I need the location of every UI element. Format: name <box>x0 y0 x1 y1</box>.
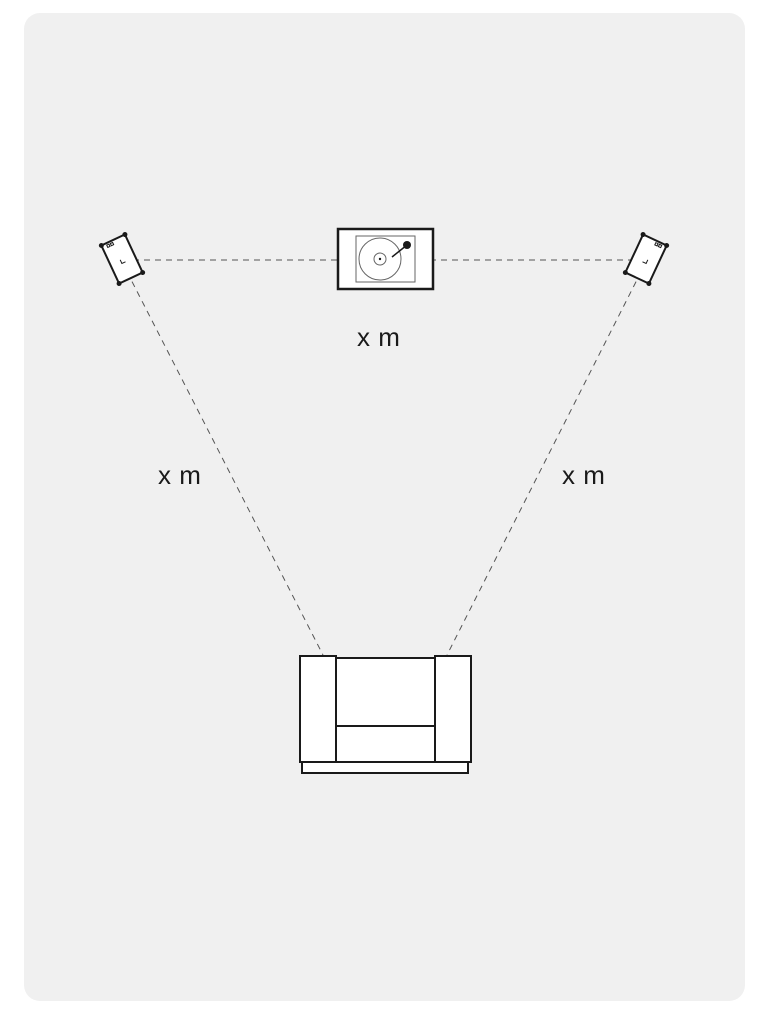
right-listening-distance-label: x m <box>562 460 606 490</box>
speaker-distance-label: x m <box>357 322 401 352</box>
armchair-icon <box>299 655 472 774</box>
left-speaker-icon <box>98 231 146 287</box>
line-left-speaker-to-listener <box>121 261 324 656</box>
line-right-speaker-to-listener <box>446 261 647 656</box>
right-speaker-icon <box>622 231 670 287</box>
turntable-icon <box>336 227 435 291</box>
diagram-panel <box>24 13 745 1001</box>
left-listening-distance-label: x m <box>158 460 202 490</box>
